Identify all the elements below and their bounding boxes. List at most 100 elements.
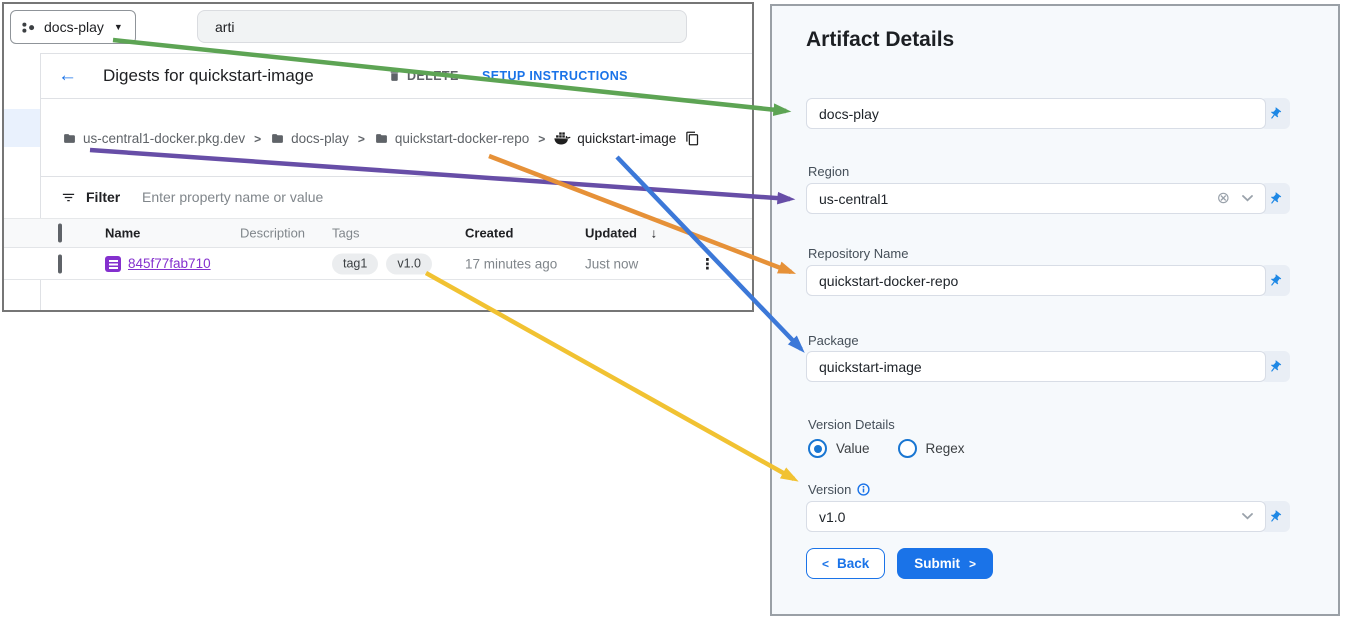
chevron-down-icon[interactable] xyxy=(1242,513,1253,520)
package-input[interactable]: quickstart-image xyxy=(806,351,1266,382)
artifact-details-panel: Artifact Details docs-play Region us-cen… xyxy=(770,4,1340,616)
breadcrumb-separator: > xyxy=(357,131,365,146)
breadcrumb-repository-label: quickstart-docker-repo xyxy=(394,131,530,146)
form-title: Artifact Details xyxy=(806,28,955,51)
row-checkbox[interactable] xyxy=(58,254,62,273)
form-buttons: < Back Submit > xyxy=(806,548,994,579)
pushpin-icon xyxy=(1271,509,1282,522)
repository-input[interactable]: quickstart-docker-repo xyxy=(806,265,1266,296)
submit-button-label: Submit xyxy=(914,556,961,571)
filter-label: Filter xyxy=(86,189,121,205)
chevron-down-icon[interactable] xyxy=(1242,195,1253,202)
region-value: us-central1 xyxy=(819,190,889,207)
trash-icon xyxy=(390,70,399,81)
filter-icon xyxy=(60,190,77,205)
radio-regex[interactable]: Regex xyxy=(897,439,965,458)
project-selector-label: docs-play xyxy=(44,19,104,35)
version-field: v1.0 xyxy=(806,501,1290,532)
tag-chip: v1.0 xyxy=(386,253,432,274)
folder-icon xyxy=(64,134,75,143)
version-details-label: Version Details xyxy=(808,417,895,432)
docker-whale-icon xyxy=(554,131,571,144)
breadcrumb-package: quickstart-image xyxy=(554,131,676,146)
repository-field: quickstart-docker-repo xyxy=(806,265,1290,296)
table-header-row: Name Description Tags Created Updated ↓ xyxy=(4,218,752,248)
page-title-row: ← Digests for quickstart-image DELETE SE… xyxy=(4,53,752,99)
info-icon[interactable] xyxy=(857,483,870,496)
pushpin-icon xyxy=(1271,273,1282,286)
radio-selected-icon xyxy=(808,439,827,458)
clear-icon[interactable]: ⊗ xyxy=(1216,189,1230,207)
version-value: v1.0 xyxy=(819,508,846,525)
copy-icon[interactable] xyxy=(685,131,700,146)
breadcrumb-host[interactable]: us-central1-docker.pkg.dev xyxy=(62,131,245,146)
column-header-updated-label: Updated xyxy=(585,225,637,241)
breadcrumb-project[interactable]: docs-play xyxy=(270,131,349,146)
digest-icon xyxy=(105,255,121,272)
back-button-label: Back xyxy=(837,556,870,571)
region-field: us-central1 ⊗ xyxy=(806,183,1290,214)
radio-unselected-icon xyxy=(897,439,917,458)
console-top-bar: docs-play ▼ arti xyxy=(4,4,752,54)
breadcrumb: us-central1-docker.pkg.dev > docs-play >… xyxy=(62,131,700,146)
caret-down-icon: ▼ xyxy=(113,22,123,32)
pushpin-icon xyxy=(1271,359,1282,372)
column-header-name: Name xyxy=(105,225,141,241)
breadcrumb-row: us-central1-docker.pkg.dev > docs-play >… xyxy=(4,98,752,177)
delete-button[interactable]: DELETE xyxy=(388,69,459,83)
repository-value: quickstart-docker-repo xyxy=(819,272,959,289)
created-cell: 17 minutes ago xyxy=(465,256,558,271)
row-overflow-menu[interactable]: ⋮ xyxy=(700,255,715,273)
filter-bar[interactable]: Filter Enter property name or value xyxy=(4,176,752,218)
breadcrumb-repository[interactable]: quickstart-docker-repo xyxy=(374,131,529,146)
version-label-row: Version xyxy=(808,482,870,497)
package-value: quickstart-image xyxy=(819,358,922,375)
digest-link[interactable]: 845f77fab710 xyxy=(128,256,211,271)
radio-value[interactable]: Value xyxy=(808,439,870,458)
chevron-left-icon: < xyxy=(822,556,830,571)
sort-desc-icon: ↓ xyxy=(650,225,658,241)
column-header-updated[interactable]: Updated ↓ xyxy=(585,226,657,241)
project-dots-icon xyxy=(22,22,35,33)
delete-button-label: DELETE xyxy=(407,68,459,83)
chevron-right-icon: > xyxy=(969,556,977,571)
repository-label: Repository Name xyxy=(808,246,909,261)
project-field: docs-play xyxy=(806,98,1290,129)
search-query-text: arti xyxy=(215,18,235,35)
project-selector[interactable]: docs-play ▼ xyxy=(10,10,136,44)
column-header-created: Created xyxy=(465,225,514,241)
breadcrumb-project-label: docs-play xyxy=(291,131,349,146)
submit-button[interactable]: Submit > xyxy=(897,548,994,579)
version-label: Version xyxy=(808,482,852,497)
setup-instructions-link[interactable]: SETUP INSTRUCTIONS xyxy=(482,69,628,83)
sidebar-selected-highlight[interactable] xyxy=(4,109,40,147)
back-button[interactable]: < Back xyxy=(806,548,886,579)
region-label: Region xyxy=(808,164,850,179)
table-row: 845f77fab710 tag1 v1.0 17 minutes ago Ju… xyxy=(4,248,752,280)
project-input[interactable]: docs-play xyxy=(806,98,1266,129)
updated-cell: Just now xyxy=(585,256,639,271)
breadcrumb-host-label: us-central1-docker.pkg.dev xyxy=(83,131,246,146)
search-input[interactable]: arti xyxy=(197,10,687,43)
breadcrumb-separator: > xyxy=(254,131,262,146)
setup-instructions-label: SETUP INSTRUCTIONS xyxy=(482,68,628,83)
breadcrumb-separator: > xyxy=(538,131,546,146)
breadcrumb-package-label: quickstart-image xyxy=(577,131,677,146)
page-title: Digests for quickstart-image xyxy=(103,65,314,85)
filter-placeholder: Enter property name or value xyxy=(142,189,324,205)
back-arrow-icon[interactable]: ← xyxy=(58,64,77,86)
pushpin-icon xyxy=(1271,106,1282,119)
version-combobox[interactable]: v1.0 xyxy=(806,501,1266,532)
radio-value-label: Value xyxy=(836,441,870,456)
package-field: quickstart-image xyxy=(806,351,1290,382)
region-combobox[interactable]: us-central1 ⊗ xyxy=(806,183,1266,214)
tags-cell: tag1 v1.0 xyxy=(332,253,432,274)
column-header-tags: Tags xyxy=(332,225,360,241)
tag-chip: tag1 xyxy=(332,253,379,274)
select-all-checkbox[interactable] xyxy=(58,223,62,243)
console-screenshot-panel: docs-play ▼ arti ← Digests for quickstar… xyxy=(2,2,754,312)
folder-icon xyxy=(375,134,387,143)
column-header-description: Description xyxy=(240,225,306,241)
project-value: docs-play xyxy=(819,105,879,122)
